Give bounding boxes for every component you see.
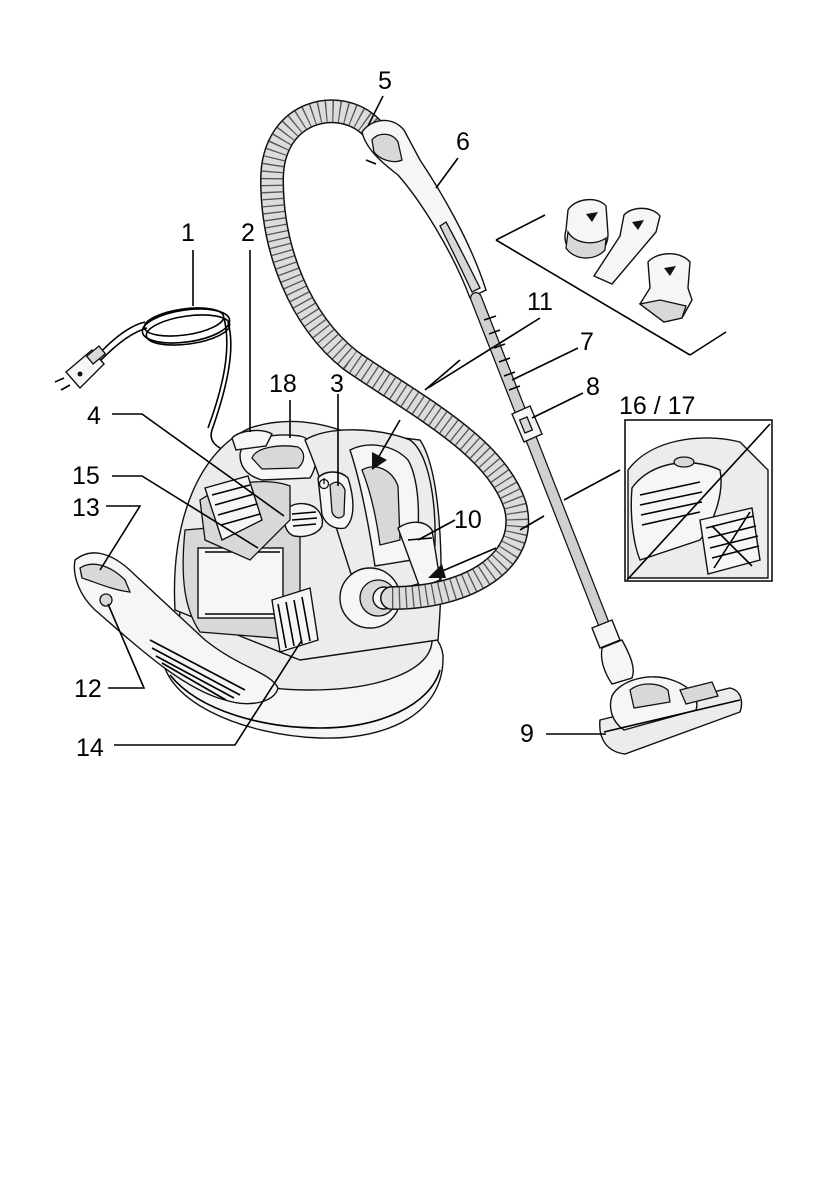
label-11: 11 [527, 288, 553, 316]
power-plug [55, 346, 105, 390]
label-13: 13 [72, 494, 100, 522]
label-12: 12 [74, 675, 102, 703]
filter-detail-inset [625, 420, 772, 581]
label-3: 3 [330, 370, 344, 398]
label-14: 14 [76, 734, 104, 762]
parquet-brush-nozzle [640, 254, 692, 322]
label-10: 10 [454, 506, 482, 534]
label-15: 15 [72, 462, 100, 490]
tube-length-adjuster [512, 406, 542, 442]
label-1: 1 [181, 219, 195, 247]
floor-nozzle [600, 677, 742, 754]
label-6: 6 [456, 128, 470, 156]
label-2: 2 [241, 219, 255, 247]
upholstery-nozzle [565, 200, 608, 258]
label-4: 4 [87, 402, 101, 430]
label-16-17: 16 / 17 [619, 392, 695, 420]
motor-protection-filter [272, 588, 318, 652]
label-8: 8 [586, 373, 600, 401]
tube-end-coupling [592, 620, 633, 684]
label-5: 5 [378, 67, 392, 95]
accessories-tray [496, 215, 726, 355]
label-7: 7 [580, 328, 594, 356]
label-18: 18 [269, 370, 297, 398]
label-9: 9 [520, 720, 534, 748]
